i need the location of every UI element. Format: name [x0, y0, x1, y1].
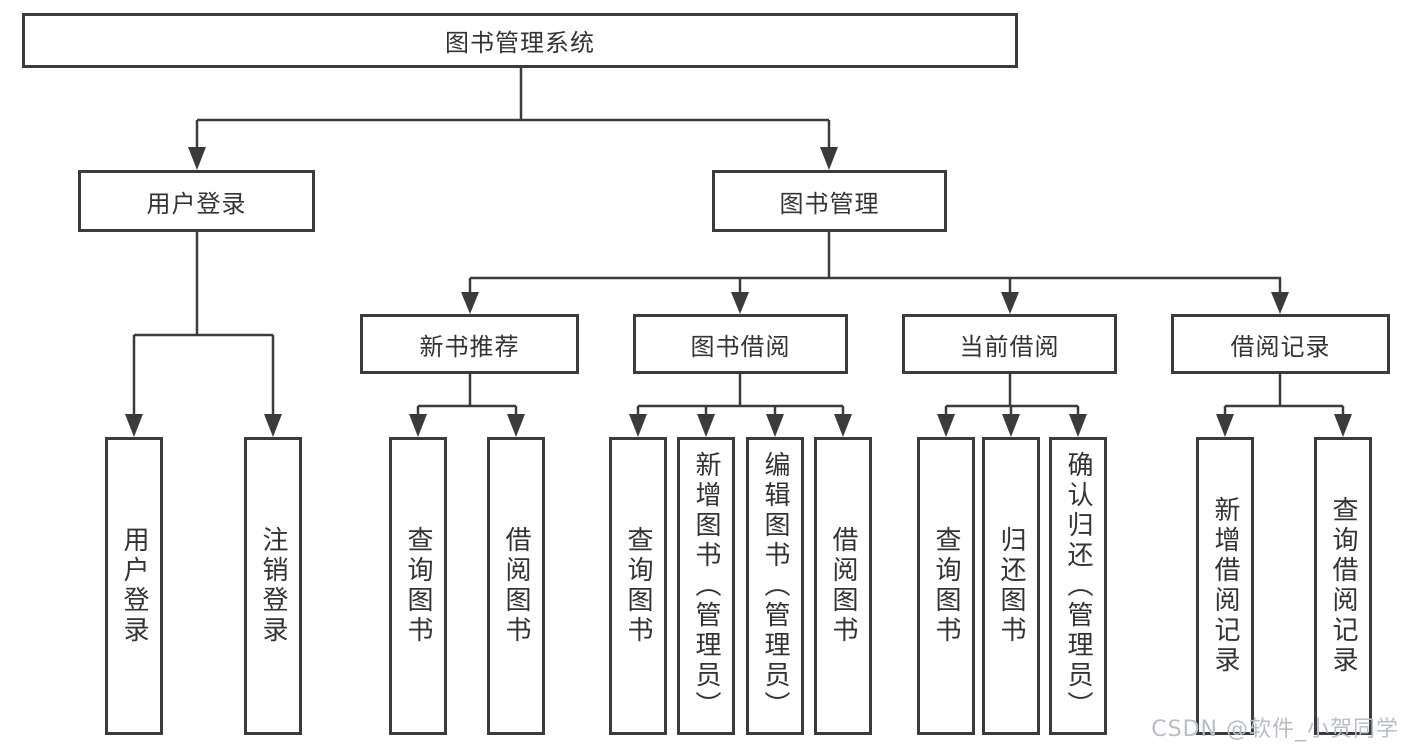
leaf-borrowing-add-books-admin: 新增图书（管理员）: [677, 437, 735, 735]
leaf-borrowing-borrow-books: 借阅图书: [814, 437, 872, 735]
connector-current-to-leaves: [937, 374, 1087, 437]
leaf-recommend-borrow-books-label: 借阅图书: [501, 526, 531, 646]
leaf-borrowing-edit-books-admin-label: 编辑图书（管理员）: [760, 451, 790, 721]
node-current-borrowing-label: 当前借阅: [959, 332, 1060, 361]
leaf-logout: 注销登录: [244, 437, 302, 735]
leaf-records-query-borrow-record: 查询借阅记录: [1314, 437, 1372, 735]
connector-userlogin-to-leaves: [125, 232, 282, 437]
connector-bookmgmt-to-level3: [461, 232, 1289, 314]
leaf-borrowing-query-books: 查询图书: [609, 437, 667, 735]
leaf-current-return-books-label: 归还图书: [996, 526, 1026, 646]
connector-records-to-leaves: [1216, 374, 1352, 437]
leaf-borrowing-query-books-label: 查询图书: [623, 526, 653, 646]
leaf-recommend-query-books: 查询图书: [389, 437, 447, 735]
node-user-login-group-label: 用户登录: [146, 189, 247, 218]
node-root: 图书管理系统: [22, 13, 1018, 68]
node-current-borrowing: 当前借阅: [902, 314, 1117, 374]
leaf-records-query-borrow-record-label: 查询借阅记录: [1328, 496, 1358, 676]
leaf-user-login-label: 用户登录: [119, 526, 149, 646]
node-user-login-group: 用户登录: [78, 170, 315, 232]
leaf-current-query-books-label: 查询图书: [931, 526, 961, 646]
node-book-management: 图书管理: [712, 170, 947, 232]
leaf-current-query-books: 查询图书: [917, 437, 975, 735]
node-root-label: 图书管理系统: [445, 29, 595, 57]
leaf-current-return-books: 归还图书: [982, 437, 1040, 735]
leaf-logout-label: 注销登录: [258, 526, 288, 646]
connector-borrowing-to-leaves: [629, 374, 852, 437]
leaf-current-confirm-return-admin-label: 确认归还（管理员）: [1063, 451, 1093, 721]
leaf-borrowing-edit-books-admin: 编辑图书（管理员）: [746, 437, 804, 735]
connector-recommend-to-leaves: [409, 374, 525, 437]
node-borrowing-records-label: 借阅记录: [1230, 332, 1331, 361]
node-new-book-recommend-label: 新书推荐: [419, 332, 520, 361]
leaf-recommend-query-books-label: 查询图书: [403, 526, 433, 646]
node-borrowing-records: 借阅记录: [1171, 314, 1390, 374]
node-book-borrowing-label: 图书借阅: [690, 332, 791, 361]
leaf-records-add-borrow-record-label: 新增借阅记录: [1210, 496, 1240, 676]
leaf-borrowing-add-books-admin-label: 新增图书（管理员）: [691, 451, 721, 721]
node-book-management-label: 图书管理: [779, 189, 880, 218]
node-new-book-recommend: 新书推荐: [360, 314, 579, 374]
leaf-borrowing-borrow-books-label: 借阅图书: [828, 526, 858, 646]
csdn-watermark: CSDN @软件_小贺同学: [1151, 717, 1399, 742]
connector-root-to-level2: [188, 68, 838, 170]
node-book-borrowing: 图书借阅: [633, 314, 848, 374]
leaf-user-login: 用户登录: [105, 437, 163, 735]
leaf-recommend-borrow-books: 借阅图书: [487, 437, 545, 735]
leaf-current-confirm-return-admin: 确认归还（管理员）: [1049, 437, 1107, 735]
leaf-records-add-borrow-record: 新增借阅记录: [1196, 437, 1254, 735]
